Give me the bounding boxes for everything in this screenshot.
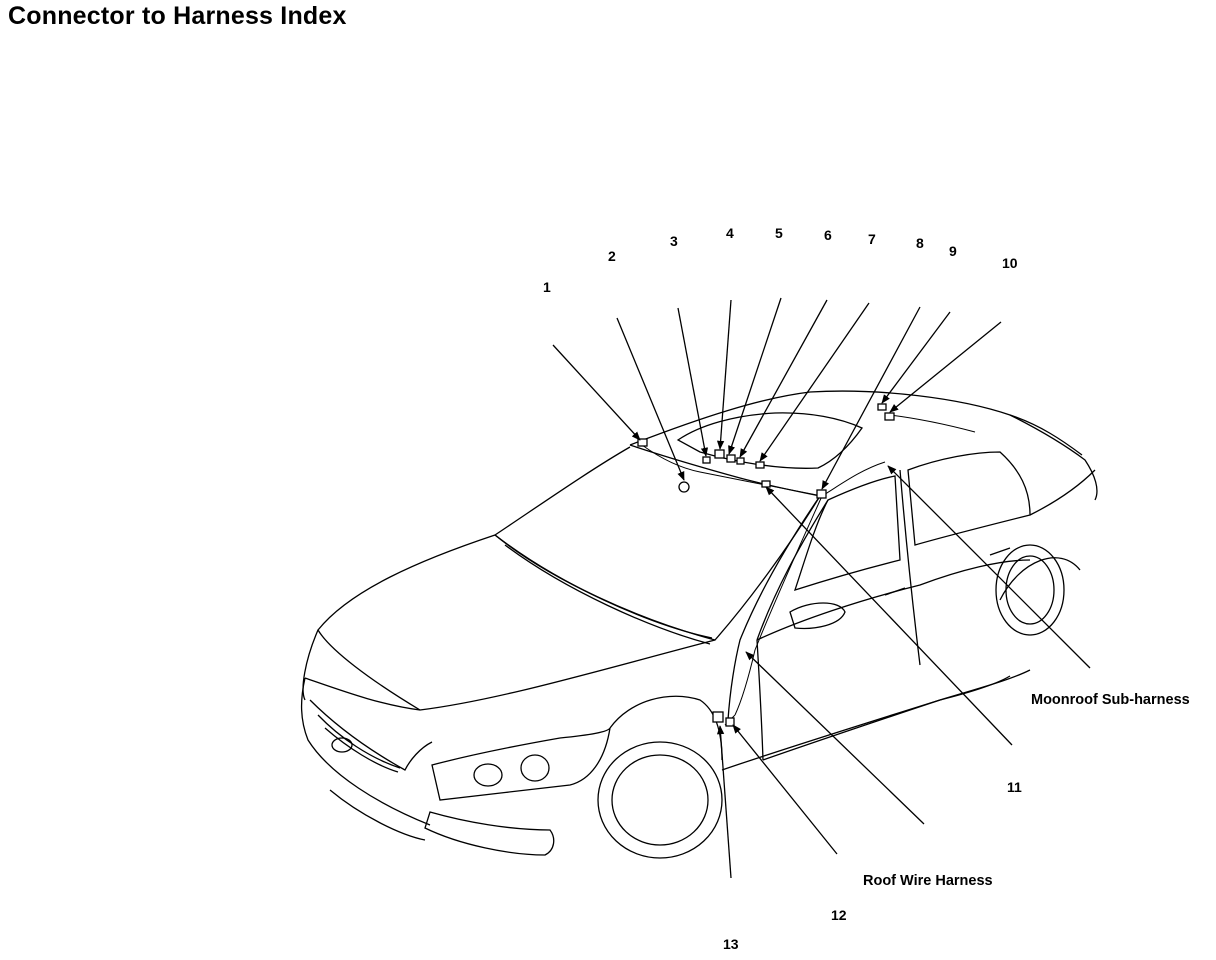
callout-4: 4 bbox=[726, 225, 734, 241]
sedan-car-illustration bbox=[300, 390, 1098, 859]
callout-5: 5 bbox=[775, 225, 783, 241]
callout-numbers: 1 2 3 4 5 6 7 8 9 10 11 12 13 bbox=[543, 225, 1022, 952]
callout-1: 1 bbox=[543, 279, 551, 295]
callout-2: 2 bbox=[608, 248, 616, 264]
callout-13: 13 bbox=[723, 936, 739, 952]
callout-3: 3 bbox=[670, 233, 678, 249]
callout-leaders bbox=[552, 297, 1091, 879]
callout-10: 10 bbox=[1002, 255, 1018, 271]
callout-7: 7 bbox=[868, 231, 876, 247]
moonroof-sub-harness-label: Moonroof Sub-harness bbox=[1031, 692, 1190, 708]
callout-6: 6 bbox=[824, 227, 832, 243]
page-title: Connector to Harness Index bbox=[8, 2, 347, 30]
callout-11: 11 bbox=[1007, 779, 1022, 795]
connector-markers bbox=[637, 403, 895, 727]
moonroof-sub-harness-line bbox=[821, 414, 976, 497]
callout-9: 9 bbox=[949, 243, 957, 259]
roof-wire-harness-label: Roof Wire Harness bbox=[863, 873, 993, 889]
callout-12: 12 bbox=[831, 907, 847, 923]
callout-8: 8 bbox=[916, 235, 924, 251]
